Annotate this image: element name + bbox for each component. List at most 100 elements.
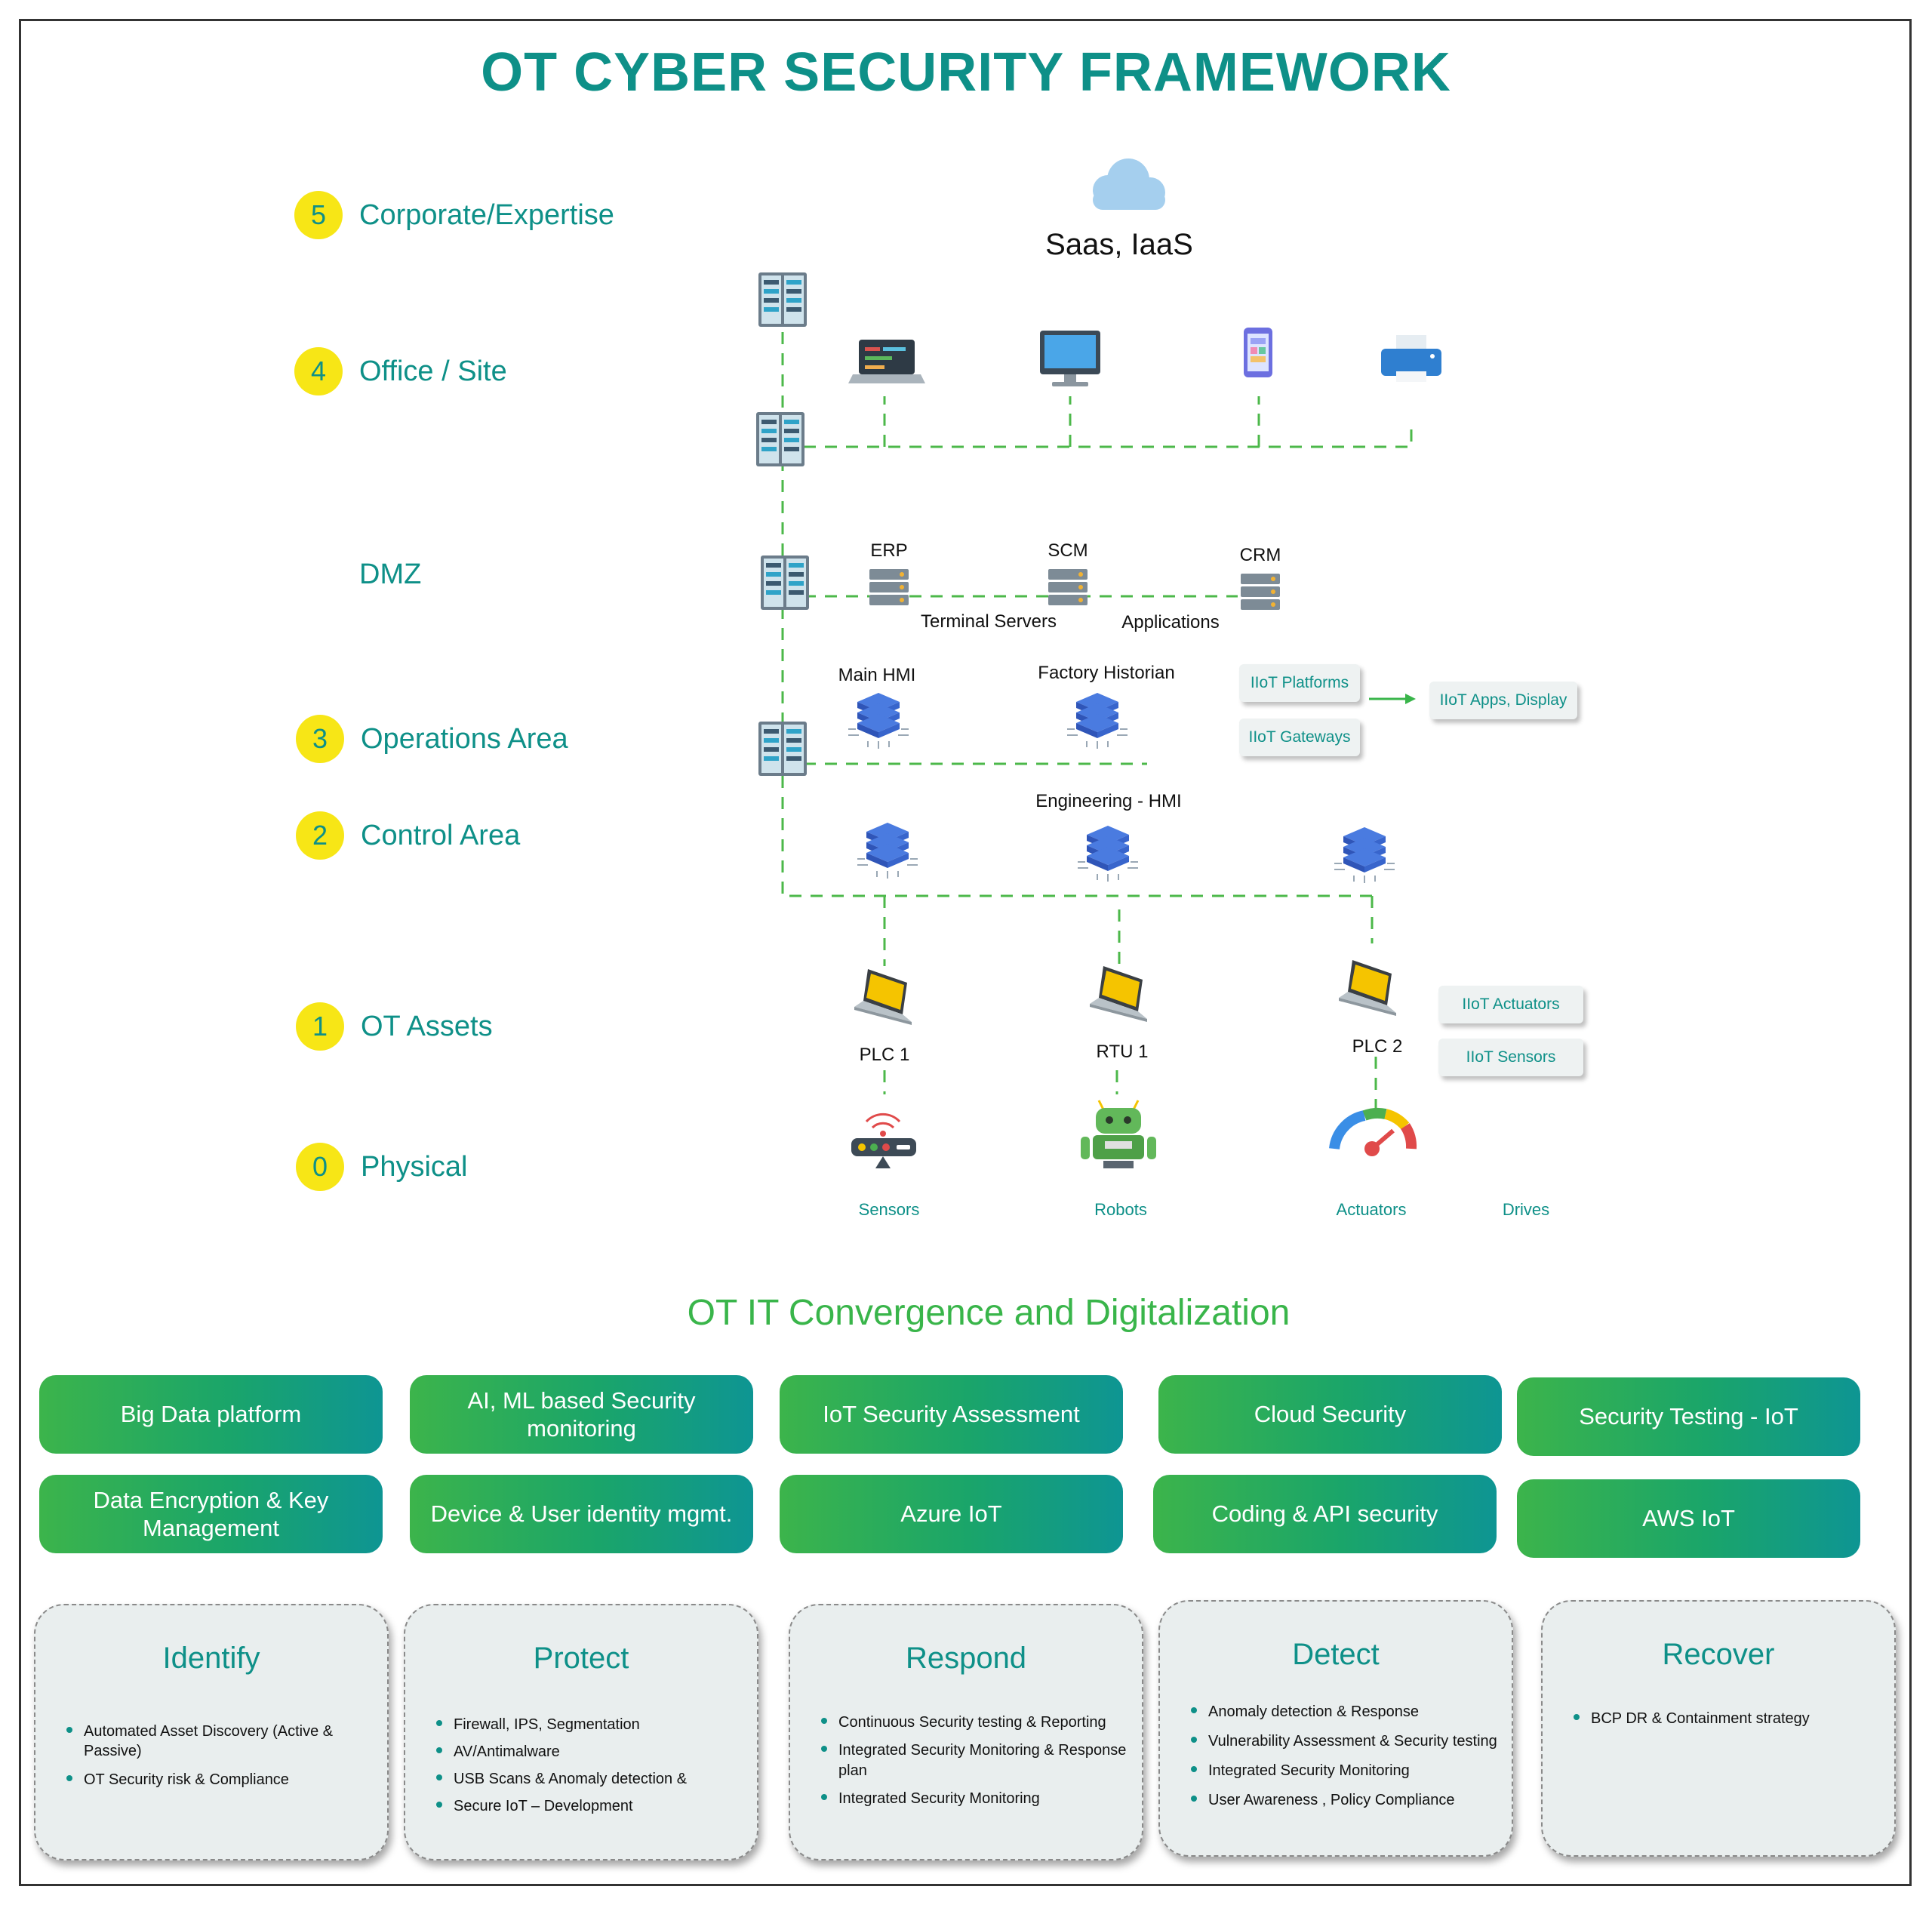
function-item: OT Security risk & Compliance xyxy=(84,1765,380,1790)
rtu1-label: RTU 1 xyxy=(1096,1042,1149,1062)
layer-5: 5 Corporate/Expertise xyxy=(294,191,614,239)
service-card: AWS IoT xyxy=(1517,1479,1860,1558)
function-title: Detect xyxy=(1292,1638,1380,1671)
function-title: Recover xyxy=(1662,1638,1775,1671)
network-links xyxy=(781,332,1413,1109)
layer-number-badge: 3 xyxy=(296,715,344,763)
iiot-platforms-box: IIoT Platforms xyxy=(1239,664,1360,702)
function-list: Automated Asset Discovery (Active & Pass… xyxy=(35,1716,387,1790)
actuator-gauge-icon xyxy=(1329,1107,1417,1156)
crm-label: CRM xyxy=(1239,545,1281,565)
service-card: Coding & API security xyxy=(1153,1475,1497,1553)
applications-label: Applications xyxy=(1121,612,1220,632)
rtu1-laptop-icon xyxy=(1090,966,1147,1022)
page-title: OT CYBER SECURITY FRAMEWORK xyxy=(481,42,1451,103)
convergence-title: OT IT Convergence and Digitalization xyxy=(687,1293,1291,1333)
layer-1: 1 OT Assets xyxy=(296,1002,493,1051)
firewall-rack-icon xyxy=(761,555,809,610)
function-card-protect: Protect Firewall, IPS, Segmentation AV/A… xyxy=(404,1604,758,1860)
layer-0: 0 Physical xyxy=(296,1143,468,1191)
function-item: Continuous Security testing & Reporting xyxy=(838,1707,1134,1732)
layer-label: Physical xyxy=(361,1150,468,1183)
function-item: Secure IoT – Development xyxy=(454,1792,749,1816)
function-title: Respond xyxy=(905,1642,1027,1675)
scm-label: SCM xyxy=(1048,540,1088,561)
layer-number-badge: 5 xyxy=(294,191,343,239)
function-item: Firewall, IPS, Segmentation xyxy=(454,1710,749,1734)
function-item: USB Scans & Anomaly detection & xyxy=(454,1765,749,1789)
function-list: Continuous Security testing & Reporting … xyxy=(790,1707,1142,1809)
function-title: Protect xyxy=(533,1642,629,1675)
outer-frame xyxy=(19,19,1912,1886)
function-item: Anomaly detection & Response xyxy=(1208,1696,1504,1722)
printer-icon xyxy=(1381,335,1441,382)
plc1-label: PLC 1 xyxy=(859,1045,910,1065)
robot-icon xyxy=(1081,1100,1156,1168)
drives-label: Drives xyxy=(1502,1200,1550,1219)
layer-label: OT Assets xyxy=(361,1010,493,1042)
service-card: Security Testing - IoT xyxy=(1517,1377,1860,1456)
plc2-label: PLC 2 xyxy=(1352,1036,1403,1057)
layer-number-badge: 2 xyxy=(296,811,344,860)
function-item: AV/Antimalware xyxy=(454,1737,749,1762)
desktop-monitor-icon xyxy=(1040,331,1100,386)
layer-2: 2 Control Area xyxy=(296,811,520,860)
service-card: Device & User identity mgmt. xyxy=(410,1475,753,1553)
function-list: BCP DR & Containment strategy xyxy=(1543,1703,1894,1728)
plc1-laptop-icon xyxy=(854,969,912,1025)
mobile-phone-icon xyxy=(1244,328,1272,377)
function-card-recover: Recover BCP DR & Containment strategy xyxy=(1541,1600,1896,1857)
function-item: Integrated Security Monitoring & Respons… xyxy=(838,1735,1134,1780)
function-title: Identify xyxy=(162,1642,260,1675)
function-list: Anomaly detection & Response Vulnerabili… xyxy=(1160,1696,1512,1811)
function-list: Firewall, IPS, Segmentation AV/Antimalwa… xyxy=(405,1710,757,1816)
function-item: Integrated Security Monitoring xyxy=(1208,1755,1504,1781)
cloud-icon xyxy=(1093,158,1165,210)
layer-4: 4 Office / Site xyxy=(294,347,507,395)
engineering-hmi-label: Engineering - HMI xyxy=(1035,791,1182,811)
main-hmi-label: Main HMI xyxy=(838,665,916,685)
firewall-rack-icon xyxy=(756,412,804,466)
control-hmi-icon xyxy=(1334,826,1395,884)
function-card-respond: Respond Continuous Security testing & Re… xyxy=(789,1604,1143,1860)
main-hmi-icon xyxy=(848,692,909,749)
layer-label: Control Area xyxy=(361,819,521,851)
firewall-rack-icon xyxy=(758,722,807,776)
layer-dmz: DMZ xyxy=(359,559,421,591)
function-item: Integrated Security Monitoring xyxy=(838,1783,1134,1808)
function-item: BCP DR & Containment strategy xyxy=(1591,1703,1887,1728)
service-card: AI, ML based Security monitoring xyxy=(410,1375,753,1454)
iiot-gateways-box: IIoT Gateways xyxy=(1239,719,1360,756)
erp-server-icon xyxy=(869,569,909,605)
layer-number-badge: 4 xyxy=(294,347,343,395)
layer-number-badge: 0 xyxy=(296,1143,344,1191)
layer-label: Corporate/Expertise xyxy=(359,199,614,231)
function-item: Vulnerability Assessment & Security test… xyxy=(1208,1725,1504,1752)
control-hmi-icon xyxy=(857,822,918,879)
terminal-servers-label: Terminal Servers xyxy=(920,611,1057,632)
engineering-hmi-icon xyxy=(1077,825,1139,882)
crm-server-icon xyxy=(1241,574,1280,610)
robots-label: Robots xyxy=(1094,1200,1147,1219)
layer-3: 3 Operations Area xyxy=(296,715,568,763)
firewall-rack-icon xyxy=(758,272,807,327)
function-card-detect: Detect Anomaly detection & Response Vuln… xyxy=(1158,1600,1513,1857)
iiot-actuators-box: IIoT Actuators xyxy=(1438,986,1583,1023)
service-card: IoT Security Assessment xyxy=(780,1375,1123,1454)
service-card: Azure IoT xyxy=(780,1475,1123,1553)
factory-historian-icon xyxy=(1066,692,1128,749)
cloud-label: Saas, IaaS xyxy=(1045,228,1193,261)
sensors-label: Sensors xyxy=(858,1200,920,1219)
sensor-router-icon xyxy=(851,1113,916,1168)
layer-number-badge: 1 xyxy=(296,1002,344,1051)
factory-historian-label: Factory Historian xyxy=(1038,663,1175,683)
iiot-sensors-box: IIoT Sensors xyxy=(1438,1039,1583,1076)
layer-label: DMZ xyxy=(359,559,422,590)
erp-label: ERP xyxy=(870,540,908,561)
layer-label: Office / Site xyxy=(359,355,507,387)
service-card: Big Data platform xyxy=(39,1375,383,1454)
laptop-terminal-icon xyxy=(848,340,925,383)
function-item: Automated Asset Discovery (Active & Pass… xyxy=(84,1716,380,1762)
actuators-label: Actuators xyxy=(1336,1200,1407,1219)
